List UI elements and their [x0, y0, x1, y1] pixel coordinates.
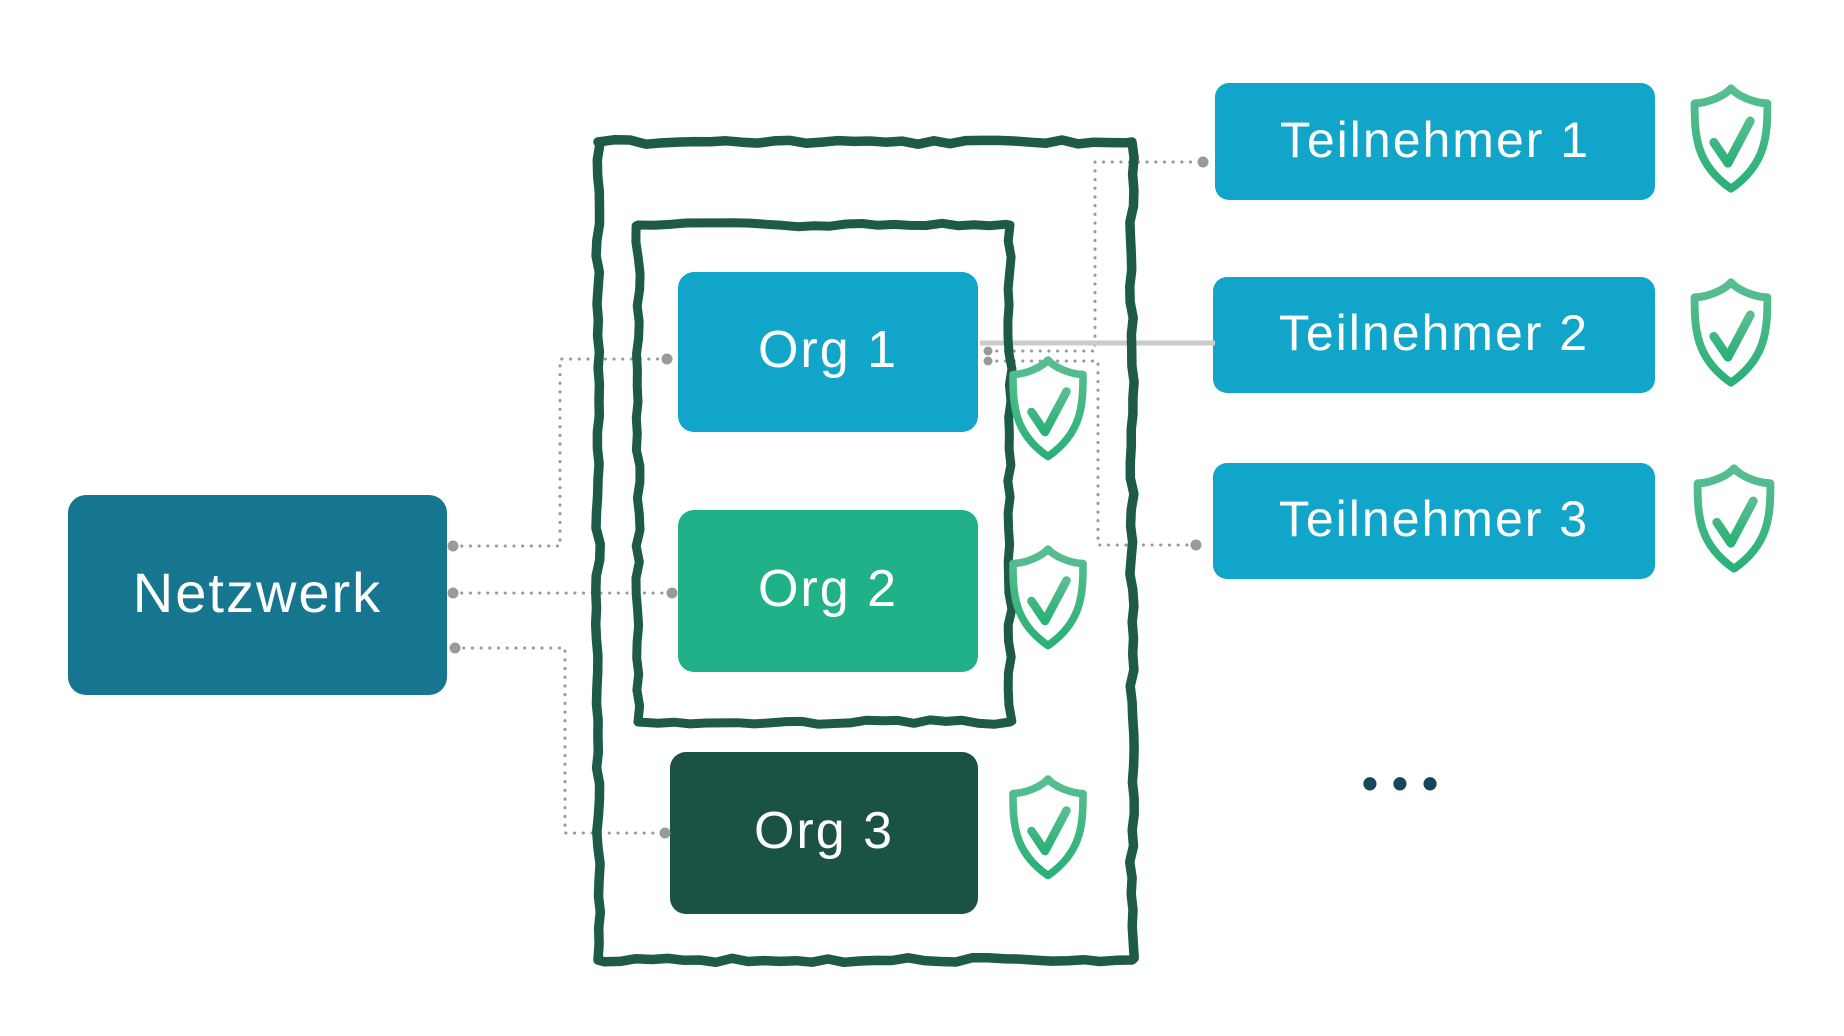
more-participants-ellipsis: •••	[1361, 757, 1453, 809]
shield-check-icon	[1013, 779, 1083, 876]
org-1-label: Org 1	[757, 321, 899, 379]
network-org-connectors	[451, 357, 674, 835]
shield-check-icon	[1013, 549, 1083, 646]
org-2-label: Org 2	[757, 560, 899, 618]
network-label: Netzwerk	[132, 561, 383, 624]
participant-1-box: Teilnehmer 1	[1215, 83, 1655, 200]
shield-check-icon	[1695, 88, 1768, 188]
participant-2-label: Teilnehmer 2	[1278, 305, 1590, 361]
network-box: Netzwerk	[68, 495, 447, 695]
org-3-box: Org 3	[670, 752, 978, 914]
shield-check-icon	[1695, 282, 1768, 382]
shield-check-icon	[1698, 468, 1771, 568]
participant-2-box: Teilnehmer 2	[1213, 277, 1655, 393]
connector-endpoint-dots	[447, 156, 1209, 839]
org-3-label: Org 3	[753, 802, 895, 860]
shield-check-icon	[1013, 360, 1083, 457]
participant-1-label: Teilnehmer 1	[1279, 111, 1591, 168]
participant-3-box: Teilnehmer 3	[1213, 463, 1655, 579]
participant-3-label: Teilnehmer 3	[1278, 491, 1590, 547]
org-participant-connectors	[980, 160, 1215, 547]
org-1-box: Org 1	[678, 272, 978, 432]
org-2-box: Org 2	[678, 510, 978, 672]
